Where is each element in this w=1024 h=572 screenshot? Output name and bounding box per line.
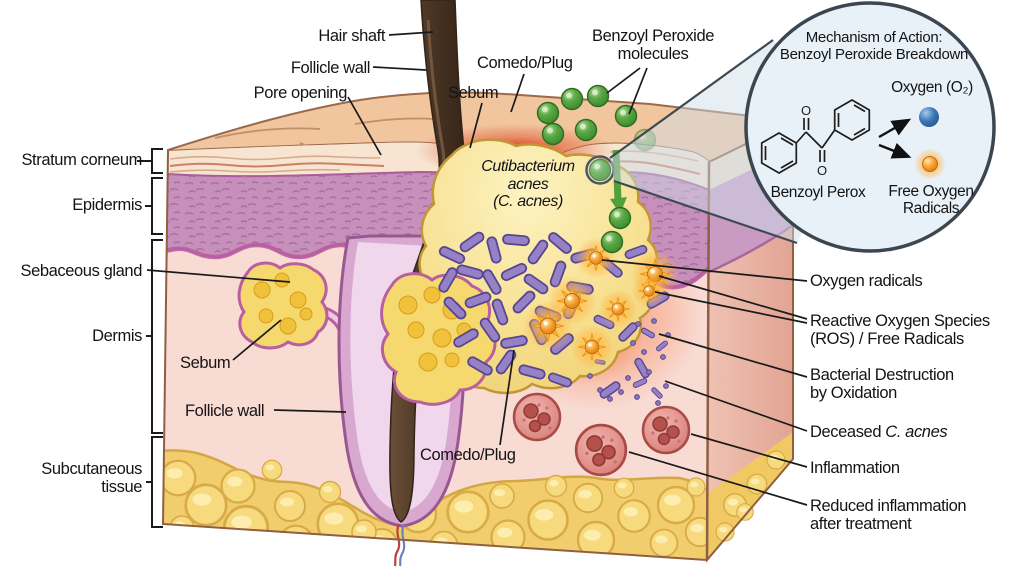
label-benzoyl-peroxide-molecules: Benzoyl Peroxide molecules — [591, 27, 714, 64]
blood-vessels — [393, 523, 406, 567]
inset-label-oxygen: Oxygen (O₂) — [891, 79, 973, 96]
benzoyl-penetration-arrow — [600, 149, 632, 254]
label-bacterial-destruction: Bacterial Destruction by Oxidation — [810, 366, 954, 403]
inset-title: Mechanism of Action: Benzoyl Peroxide Br… — [779, 29, 969, 63]
label-hair-shaft: Hair shaft — [318, 27, 385, 45]
oxygen-molecule-sphere — [919, 107, 939, 127]
sebum-gland-right — [380, 272, 497, 406]
free-radical-sphere — [922, 156, 938, 172]
label-sebum-top: Sebum — [448, 84, 499, 102]
label-stratum-corneum: Stratum corneum — [21, 151, 142, 169]
label-oxygen-radicals: Oxygen radicals — [810, 272, 923, 290]
label-subcutaneous-tissue: Subcutaneous tissue — [41, 460, 142, 497]
leader-lines — [146, 31, 808, 506]
inset-circle: O O — [744, 1, 996, 253]
carbonyl-oxygen-atom: O — [801, 103, 811, 118]
deceased-species: C. acnes — [885, 423, 948, 441]
label-dermis: Dermis — [92, 327, 142, 345]
inset-label-free-oxygen-radicals: Free Oxygen Radicals — [888, 183, 974, 218]
label-deceased-c-acnes: Deceased C. acnes — [810, 423, 948, 441]
inset-label-benzoyl-peroxide: Benzoyl Perox — [770, 184, 866, 201]
magnifier-small-circle — [585, 155, 615, 185]
label-reduced-inflammation: Reduced inflammation after treatment — [810, 497, 967, 534]
chemical-structure — [760, 99, 871, 174]
label-comedo-plug-bottom: Comedo/Plug — [420, 446, 516, 464]
label-epidermis: Epidermis — [72, 196, 142, 214]
label-sebum-mid: Sebum — [180, 354, 231, 372]
label-inflammation: Inflammation — [810, 459, 900, 477]
deceased-prefix: Deceased — [810, 423, 886, 441]
label-comedo-plug-top: Comedo/Plug — [477, 54, 573, 72]
label-reactive-oxygen-species: Reactive Oxygen Species (ROS) / Free Rad… — [810, 312, 990, 349]
label-follicle-wall-top: Follicle wall — [290, 59, 371, 77]
layer-brackets — [137, 148, 163, 528]
label-sebaceous-gland: Sebaceous gland — [20, 262, 142, 280]
carbonyl-oxygen-atom: O — [817, 163, 827, 178]
bacteria-fragments — [587, 318, 671, 406]
label-pore-opening: Pore opening — [253, 84, 348, 102]
label-cutibacterium-acnes: Cutibacterium acnes (C. acnes) — [481, 158, 575, 211]
block-outline — [161, 150, 711, 561]
breakdown-arrows — [878, 118, 912, 159]
label-follicle-wall-mid: Follicle wall — [185, 402, 265, 420]
